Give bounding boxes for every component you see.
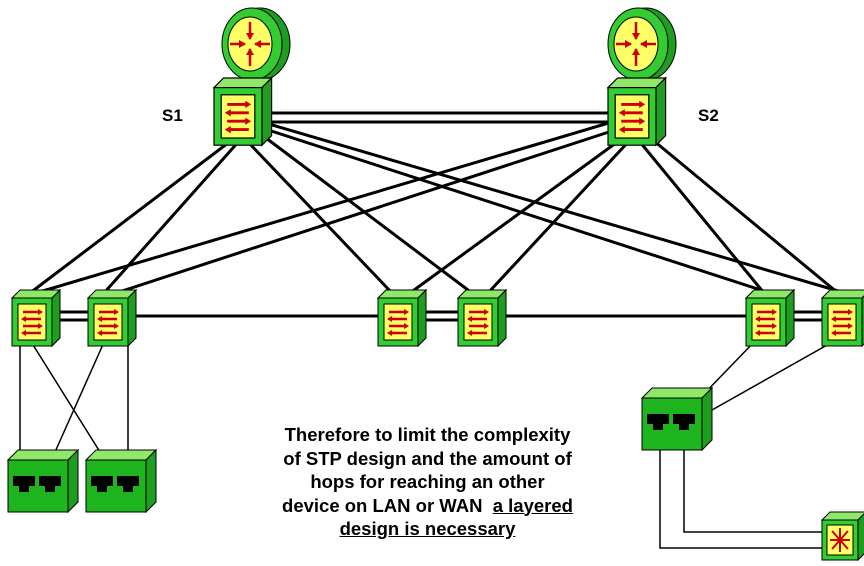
core-switch-s1 bbox=[212, 76, 274, 147]
switch-icon bbox=[744, 288, 796, 348]
caption-line: device on LAN or WAN a layered bbox=[205, 494, 650, 518]
end-links bbox=[19, 339, 837, 549]
caption-line: hops for reaching an other bbox=[310, 471, 545, 492]
switch-icon bbox=[376, 288, 428, 348]
switch-icon bbox=[10, 288, 62, 348]
label-s2: S2 bbox=[698, 106, 719, 125]
label-s1: S1 bbox=[162, 106, 183, 125]
switch-icon bbox=[456, 288, 508, 348]
switch-icon bbox=[86, 288, 138, 348]
isdn-icon bbox=[821, 511, 864, 561]
router-icon bbox=[606, 6, 678, 82]
caption-text: Therefore to limit the complexity of STP… bbox=[205, 423, 650, 541]
router-icon bbox=[220, 6, 292, 82]
caption-text-underlined: design is necessary bbox=[339, 518, 516, 539]
hub-icon bbox=[641, 387, 713, 451]
network-links bbox=[29, 111, 846, 322]
hub-icon bbox=[85, 449, 157, 513]
caption-text-plain: device on LAN or WAN bbox=[282, 494, 493, 516]
caption-line: design is necessary bbox=[205, 517, 650, 541]
switch-icon bbox=[820, 288, 864, 348]
caption-line: of STP design and the amount of bbox=[283, 447, 572, 469]
caption-text-underlined: a layered bbox=[492, 494, 573, 516]
core-switch-s2 bbox=[606, 76, 668, 147]
caption-line: Therefore to limit the complexity bbox=[284, 424, 571, 445]
hub-icon bbox=[7, 449, 79, 513]
